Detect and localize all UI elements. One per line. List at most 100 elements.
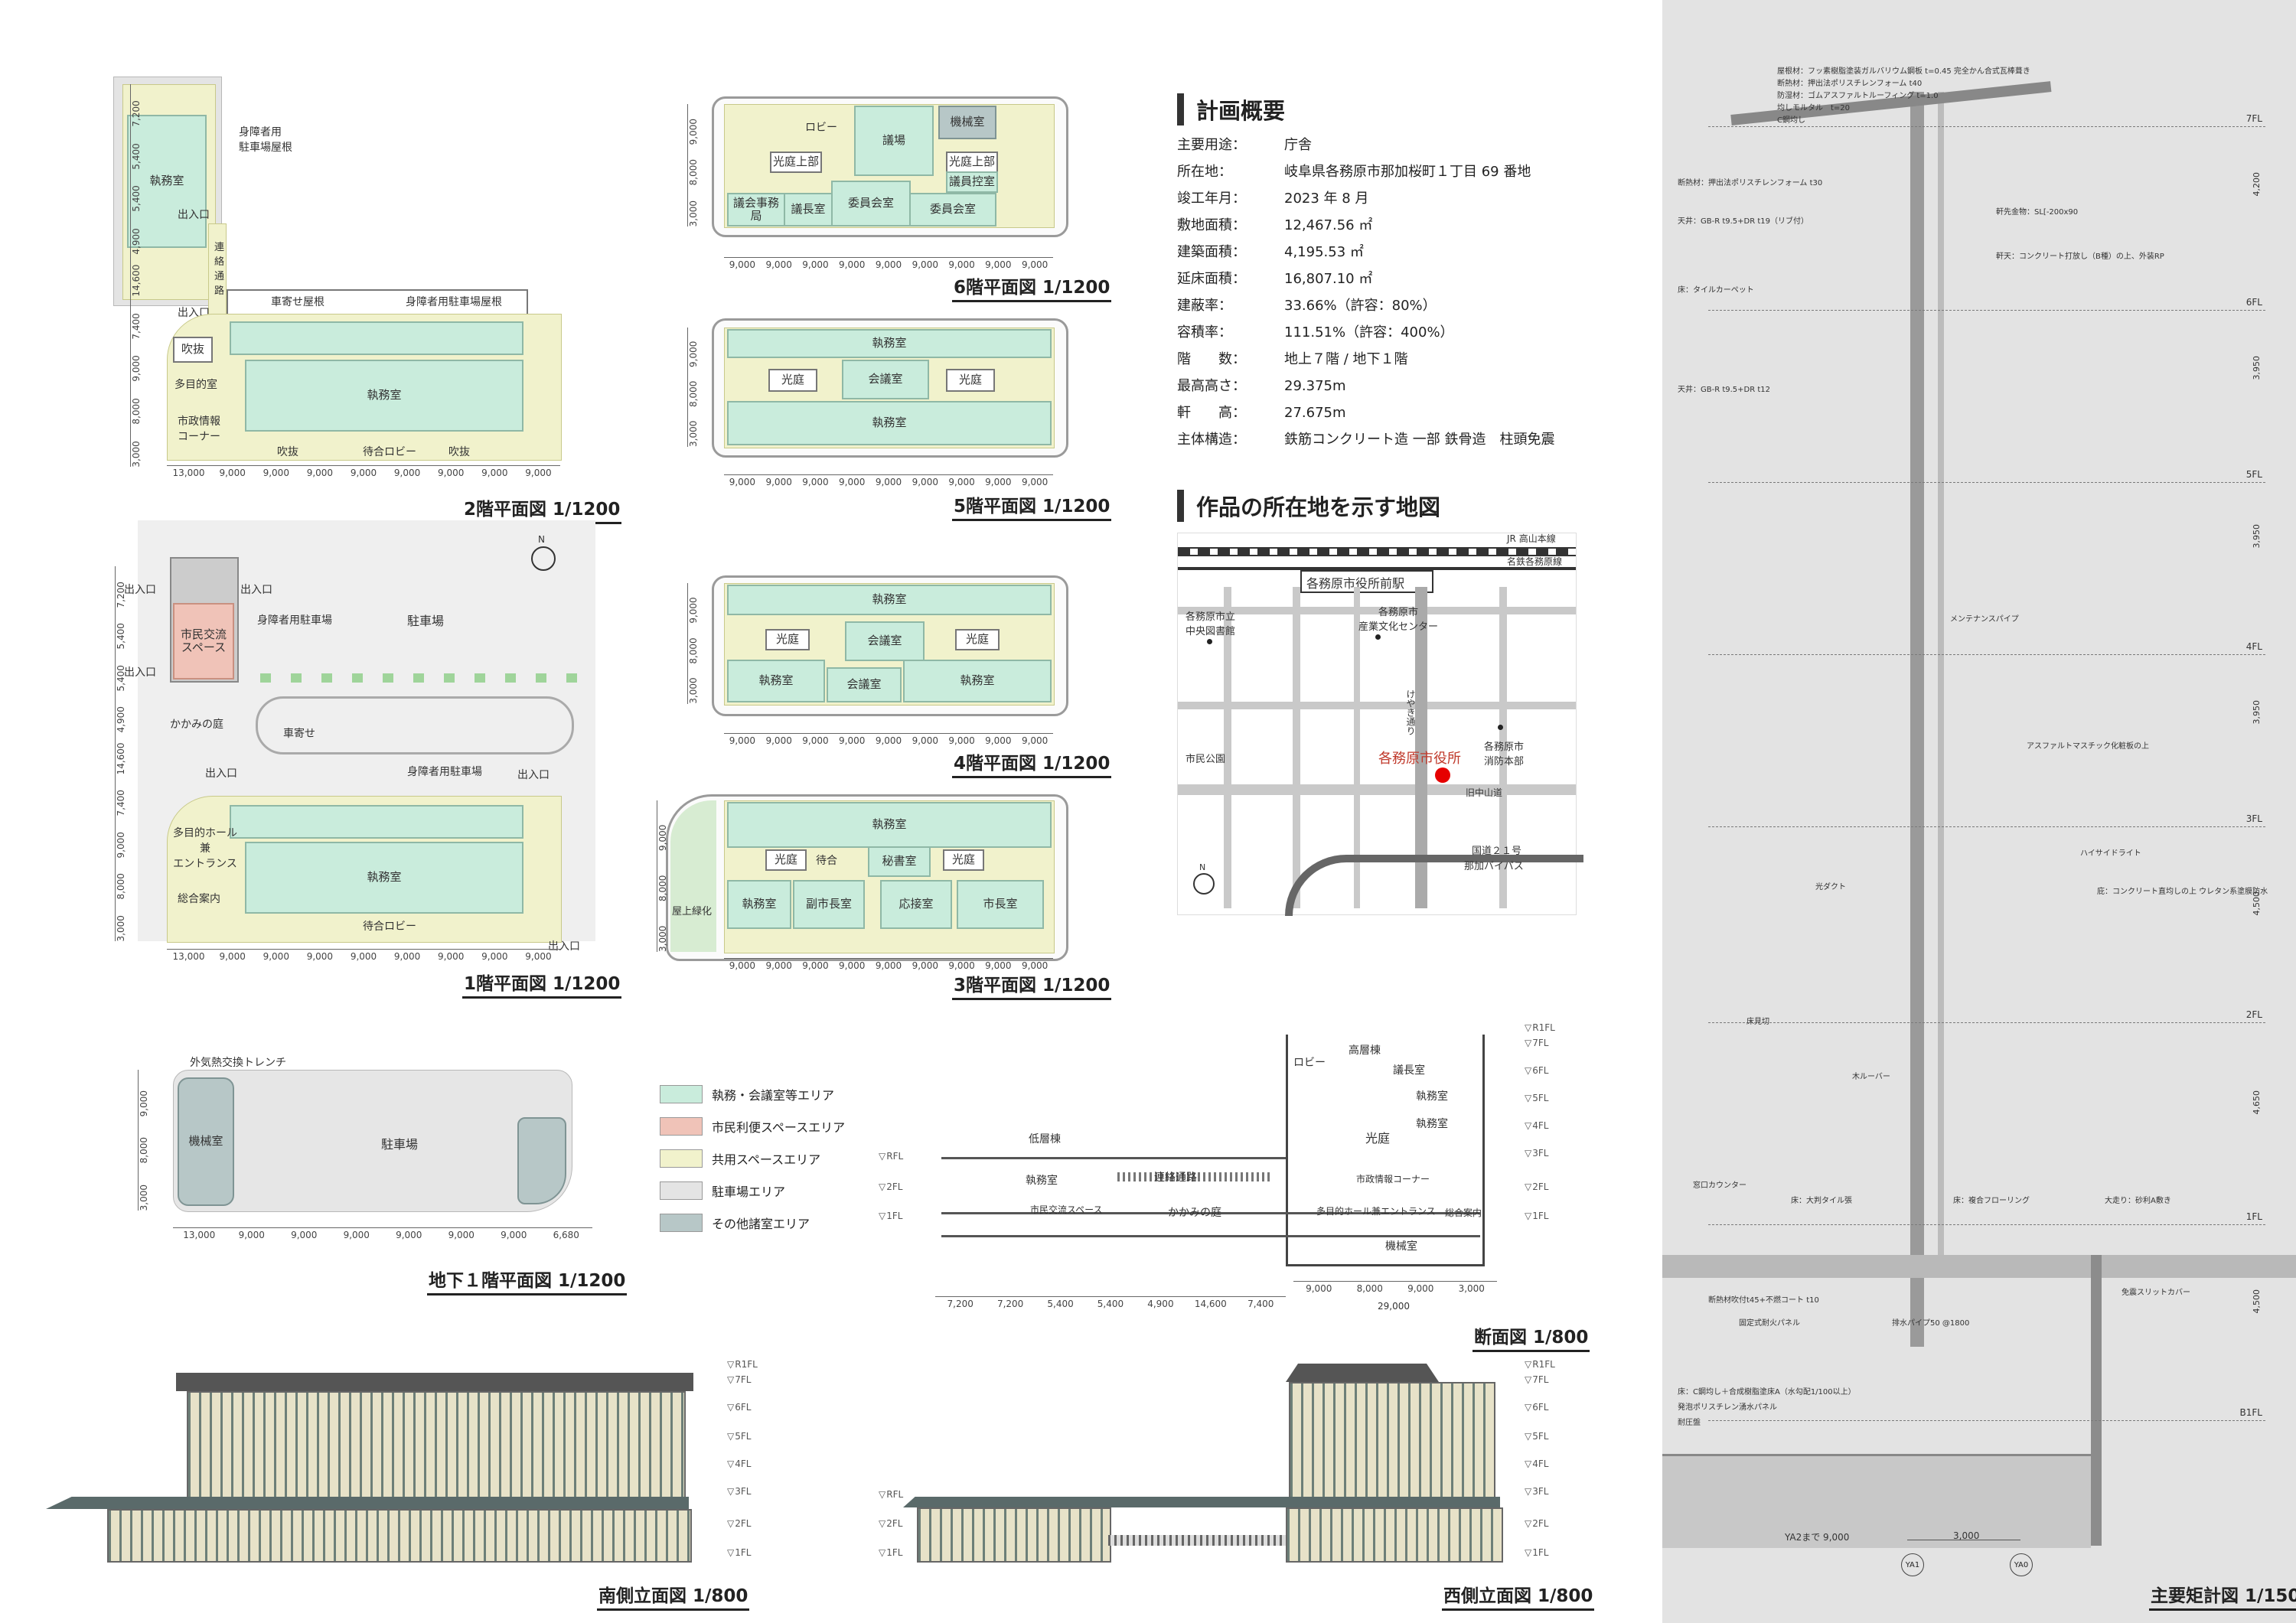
section-office1: 執務室: [1416, 1090, 1448, 1103]
plan-3f-caption: 3階平面図 1/1200: [952, 970, 1112, 1000]
dimension-value: 5,400: [131, 142, 142, 170]
plan-2f-office: 執務室: [245, 360, 523, 432]
plan-1f-civic: 市民交流 スペース: [173, 603, 234, 680]
south-floor-3: 3FL: [727, 1486, 751, 1497]
plan-3f-roof-green: 屋上緑化: [672, 906, 713, 917]
dimension-value: 8,000: [1356, 1283, 1383, 1294]
detail-note: 軒先金物：SL[-200x90: [1996, 208, 2079, 217]
detail-note: ハイサイドライト: [2080, 849, 2141, 858]
dimension-value: 7,200: [131, 100, 142, 127]
plan-2f-entry1: 出入口: [178, 209, 210, 221]
plan-1f-entry-d: 出入口: [205, 768, 237, 780]
west-floor-2: 2FL: [1525, 1518, 1548, 1529]
dimension-value: 9,000: [350, 951, 377, 962]
dimension-value: 9,000: [438, 951, 465, 962]
map-cityhall: 各務原市役所: [1378, 751, 1461, 767]
plan-6f-light2: 光庭上部: [946, 152, 998, 173]
plan-5f-meeting: 会議室: [842, 360, 929, 399]
plan-4f-office-top: 執務室: [727, 585, 1052, 615]
dimension-value: 9,000: [393, 951, 421, 962]
plan-2f-corridor: 連絡通路: [214, 242, 225, 297]
south-floor-5: 5FL: [727, 1431, 751, 1442]
dimension-value: 9,000: [948, 960, 975, 971]
section-civic: 市民交流スペース: [1030, 1204, 1103, 1215]
legend-swatch: [660, 1117, 703, 1136]
detail-note: 軒天：コンクリート打放し（B種）の上、外装RP: [1996, 253, 2164, 261]
plan-2f-office-top: 執務室: [127, 115, 207, 248]
dimension-value: 14,600: [116, 742, 126, 775]
detail-note: 天井：GB-R t9.5+DR t12: [1678, 386, 1771, 394]
dimension-value: 7,200: [996, 1299, 1024, 1309]
summary-row: 主体構造：鉄筋コンクリート造 一部 鉄骨造 柱頭免震: [1177, 432, 1555, 448]
plan-2f-multi: 多目的室: [174, 379, 217, 391]
detail-note: 床：複合フローリング: [1953, 1197, 2030, 1205]
plan-6f-committee2: 委員会室: [909, 193, 996, 227]
plan-3f-reception: 応接室: [880, 880, 952, 929]
plan-6f-committee1: 委員会室: [831, 181, 911, 227]
dimension-value: 9,000: [948, 477, 975, 487]
detail-note: アスファルトマスチック化粧板の上: [2027, 742, 2149, 751]
detail-note: 木ルーバー: [1852, 1073, 1890, 1081]
dimension-value: 9,000: [985, 735, 1012, 746]
dimension-value: 5,400: [116, 664, 126, 692]
section-light: 光庭: [1365, 1131, 1391, 1146]
dimension-value: 9,000: [875, 259, 902, 270]
dimension-value: 7,400: [116, 790, 126, 816]
plan-4f-office-r: 執務室: [903, 660, 1052, 702]
plan-4f-light2: 光庭: [955, 629, 1000, 650]
plan-4f-office-l: 執務室: [727, 660, 825, 702]
dimension-value: 9,000: [501, 1230, 527, 1240]
plan-1f-entry-b: 出入口: [124, 666, 156, 679]
plan-2f-disabled-roof: 身障者用 駐車場屋根: [239, 126, 292, 154]
dimension-value: 8,000: [131, 398, 142, 425]
dimension-value: 5,400: [131, 185, 142, 212]
section-low-floor-r: RFL: [879, 1151, 903, 1162]
south-floor-6: 6FL: [727, 1402, 751, 1413]
legend-swatch: [660, 1181, 703, 1200]
dimension-value: 8,000: [139, 1137, 149, 1164]
dimension-value: 9,000: [729, 259, 756, 270]
dimension-value: 9,000: [765, 477, 792, 487]
plan-3f-deputy: 副市長室: [793, 880, 865, 929]
plan-3f-waiting: 待合: [816, 855, 837, 867]
plan-4f-meeting2: 会議室: [827, 667, 902, 702]
dimension-value: 9,000: [525, 951, 552, 962]
detail-note: 断熱材：押出法ポリスチレンフォーム t30: [1678, 179, 1823, 187]
detail-note: メンテナンスパイプ: [1950, 615, 2019, 624]
detail-floor-1: 1FL: [2245, 1211, 2262, 1222]
plan-3f-office-top: 執務室: [727, 802, 1052, 848]
dimension-value: 7,200: [116, 582, 126, 608]
dimension-value: 3,000: [1458, 1283, 1485, 1294]
wall-detail-panel: 7FL 6FL 5FL 4FL 3FL 2FL 1FL B1FL 4,200 3…: [1662, 0, 2296, 1623]
section-high: 高層棟: [1349, 1045, 1381, 1057]
dimension-value: 8,000: [688, 380, 699, 407]
plan-5f-light1: 光庭: [768, 369, 817, 392]
dimension-value: 9,000: [985, 259, 1012, 270]
plan-3f-secretary: 秘書室: [868, 846, 931, 877]
detail-floor-4: 4FL: [2245, 641, 2262, 652]
plan-b1-machine: 機械室: [178, 1077, 234, 1206]
detail-floor-b1: B1FL: [2239, 1407, 2262, 1418]
detail-floor-2: 2FL: [2245, 1009, 2262, 1020]
detail-note: 天井：GB-R t9.5+DR t19（リブ付）: [1678, 217, 1809, 226]
dimension-value: 13,000: [172, 951, 205, 962]
west-floor-7: 7FL: [1525, 1374, 1548, 1385]
dimension-value: 9,000: [525, 468, 552, 478]
plan-6f-console: 議員控室: [946, 171, 998, 193]
west-floor-6: 6FL: [1525, 1402, 1548, 1413]
map-fire-marker: [1498, 725, 1503, 730]
dimension-value: 3,000: [688, 677, 699, 705]
dimension-value: 6,680: [553, 1230, 579, 1240]
summary-row: 主要用途：庁舎: [1177, 137, 1312, 153]
dimension-value: 9,000: [263, 951, 289, 962]
dimension-value: 9,000: [1021, 735, 1049, 746]
section-hall: 多目的ホール兼エントランス: [1316, 1206, 1436, 1217]
map-heading: 作品の所在地を示す地図: [1177, 490, 1440, 522]
detail-note: 耐圧盤: [1678, 1419, 1701, 1427]
detail-note: 大走り：砂利A敷き: [2105, 1197, 2171, 1205]
plan-1f-entry-f: 出入口: [548, 940, 580, 953]
